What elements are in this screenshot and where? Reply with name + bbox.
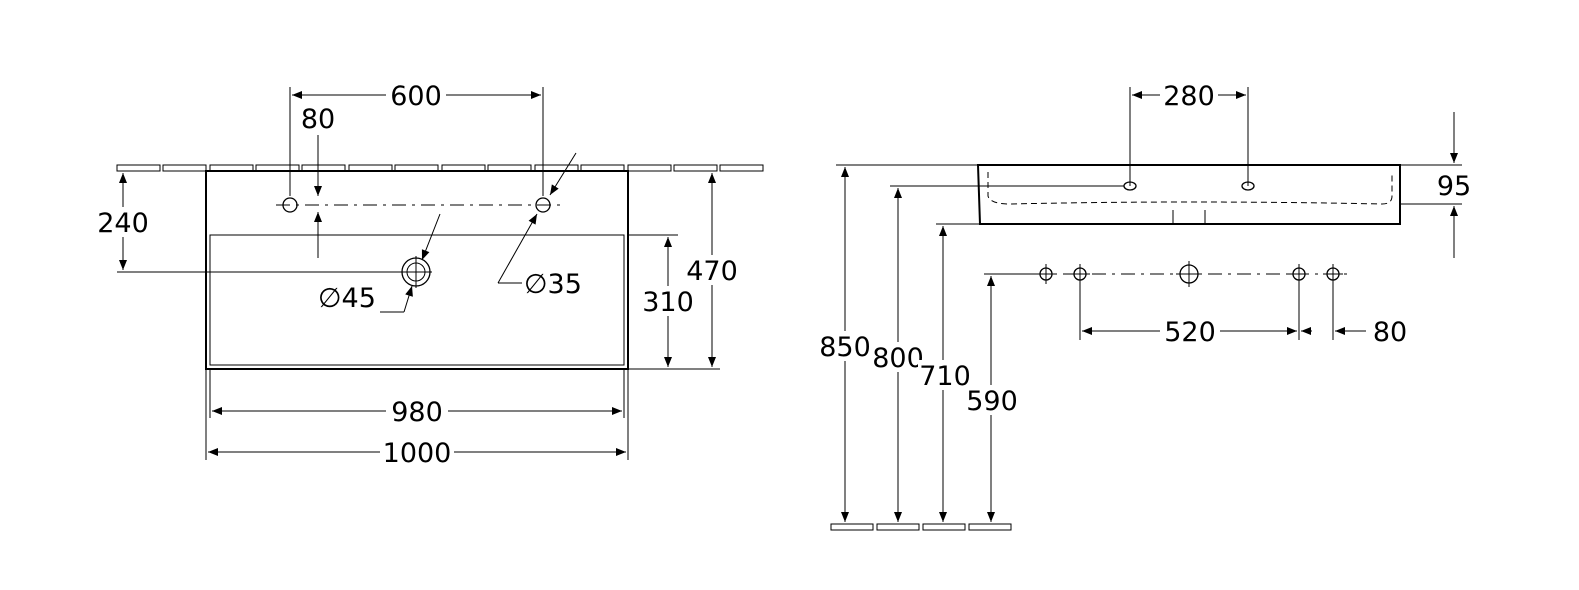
dim-inner-width: 980 [391, 397, 443, 428]
dim-tap-diameter: ∅35 [524, 269, 582, 300]
dim-height-fixing: 590 [966, 386, 1018, 417]
fixing-hole [1323, 264, 1343, 284]
dim-tap-offset: 80 [301, 104, 335, 135]
dim-side-tap-spacing: 280 [1163, 81, 1215, 112]
dim-fixing-spacing: 520 [1164, 317, 1216, 348]
top-view: 600 80 240 ∅45 ∅35 310 470 [97, 81, 764, 469]
fixing-hole [1289, 264, 1309, 284]
basin-front-view [976, 164, 1401, 225]
drain-outlet [1176, 261, 1202, 287]
basin-outline [205, 170, 629, 370]
basin-bowl [209, 234, 625, 366]
dim-height-bottom: 710 [919, 361, 971, 392]
dim-height-top: 850 [819, 332, 871, 363]
floor-tiles [830, 523, 1012, 531]
fixing-hole [1070, 264, 1090, 284]
tap-hole-left [282, 197, 298, 213]
fixing-holes [1036, 261, 1343, 287]
dim-total-width: 1000 [383, 438, 452, 469]
tap-hole-right [535, 197, 551, 213]
dim-height-tap: 800 [872, 343, 924, 374]
side-view: 280 95 850 800 710 590 [818, 81, 1471, 531]
dim-tap-depth: 240 [97, 208, 149, 239]
fixing-hole [1036, 264, 1056, 284]
dim-basin-depth: 310 [642, 287, 694, 318]
dim-rim-height: 95 [1437, 171, 1471, 202]
dim-drain-diameter: ∅45 [318, 283, 376, 314]
dim-fixing-offset: 80 [1373, 317, 1407, 348]
dim-tap-spacing: 600 [390, 81, 442, 112]
dim-total-depth: 470 [686, 256, 738, 287]
